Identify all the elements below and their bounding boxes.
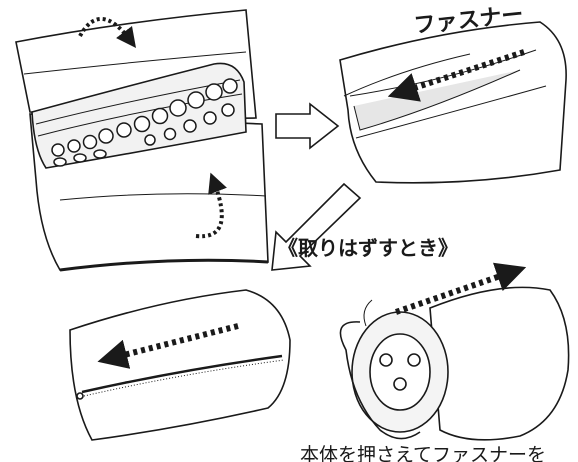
curved-dotted-arrow-icon <box>78 17 137 48</box>
removal-heading: 《取りはずすとき》 <box>278 236 458 260</box>
curved-dotted-arrow-icon <box>195 172 227 239</box>
dotted-straight-arrow-icon <box>387 49 525 102</box>
caption-text: 本体を押さえてファスナーを <box>300 444 547 462</box>
step2-closing-cover <box>339 21 567 184</box>
hollow-arrow-right-icon <box>275 102 340 150</box>
dotted-straight-arrow-icon <box>97 323 239 369</box>
hollow-arrow-down-left-icon <box>271 182 362 271</box>
step4-removing-cover <box>339 286 570 441</box>
pad-bumps <box>51 78 238 167</box>
